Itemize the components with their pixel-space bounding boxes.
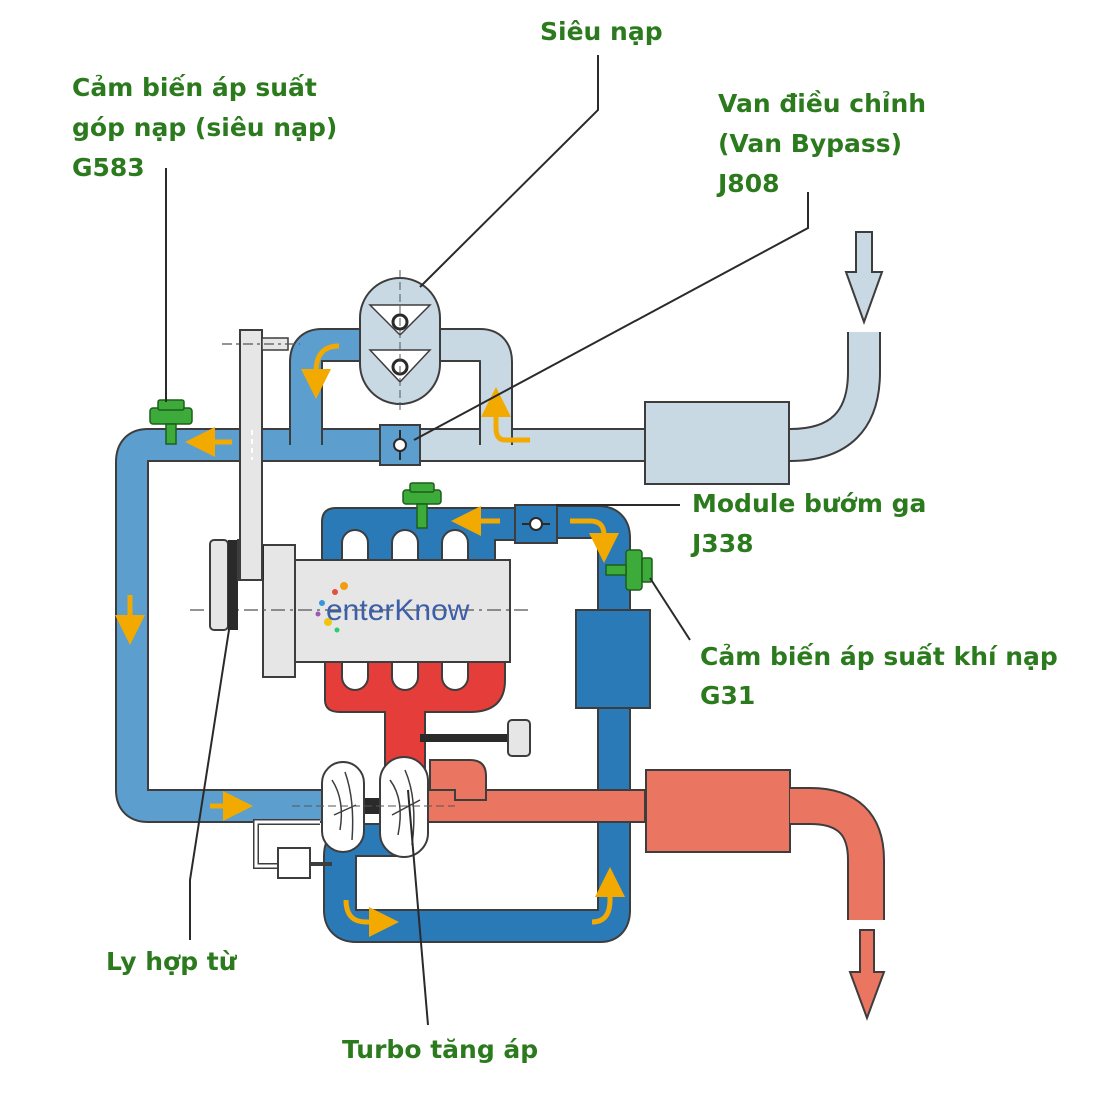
wastegate-actuator: [420, 719, 531, 757]
intercooler: [575, 609, 651, 709]
exhaust-outlet-arrow: [848, 929, 886, 1021]
label-turbo: Turbo tăng áp: [342, 1035, 538, 1064]
label-g583-line3: G583: [72, 153, 145, 182]
turbocharger: [292, 756, 455, 858]
label-j338-line2: J338: [690, 529, 754, 558]
bypass-valve-j808: [379, 424, 421, 466]
label-j808-line3: J808: [716, 169, 780, 198]
label-g583-line2: góp nạp (siêu nạp): [72, 113, 337, 142]
sensor-g31: [605, 549, 653, 591]
air-filter: [644, 401, 790, 485]
label-supercharger: Siêu nạp: [540, 17, 663, 46]
label-j808: Van điều chỉnh (Van Bypass) J808: [716, 89, 926, 198]
label-j808-line1: Van điều chỉnh: [718, 89, 926, 118]
logo-text: enterKnow: [326, 594, 470, 627]
label-j338-line1: Module bướm ga: [692, 489, 926, 518]
throttle-module-j338: [514, 504, 558, 544]
engine-block: [190, 544, 530, 678]
sensor-throttle: [402, 482, 442, 529]
sensor-g583: [149, 399, 193, 445]
label-g31-line1: Cảm biến áp suất khí nạp: [700, 642, 1058, 671]
label-g31-line2: G31: [700, 681, 755, 710]
label-g31: Cảm biến áp suất khí nạp G31: [700, 642, 1058, 710]
enterknow-logo: enterKnow: [315, 582, 470, 633]
label-g583: Cảm biến áp suất góp nạp (siêu nạp) G583: [72, 73, 337, 182]
label-g583-line1: Cảm biến áp suất: [72, 73, 317, 102]
label-clutch: Ly hợp từ: [106, 947, 238, 976]
fresh-air-inlet-arrow: [844, 231, 884, 325]
flow-arrows: [115, 343, 625, 937]
label-j808-line2: (Van Bypass): [718, 129, 902, 158]
bypass-valve-small: [253, 819, 332, 879]
fresh-air-duct: [420, 328, 881, 462]
drive-belt: [222, 329, 300, 581]
leader-lines: [165, 55, 809, 1026]
label-j338: Module bướm ga J338: [690, 489, 926, 558]
exhaust-pipe: [424, 759, 885, 920]
supercharger: [359, 270, 441, 412]
